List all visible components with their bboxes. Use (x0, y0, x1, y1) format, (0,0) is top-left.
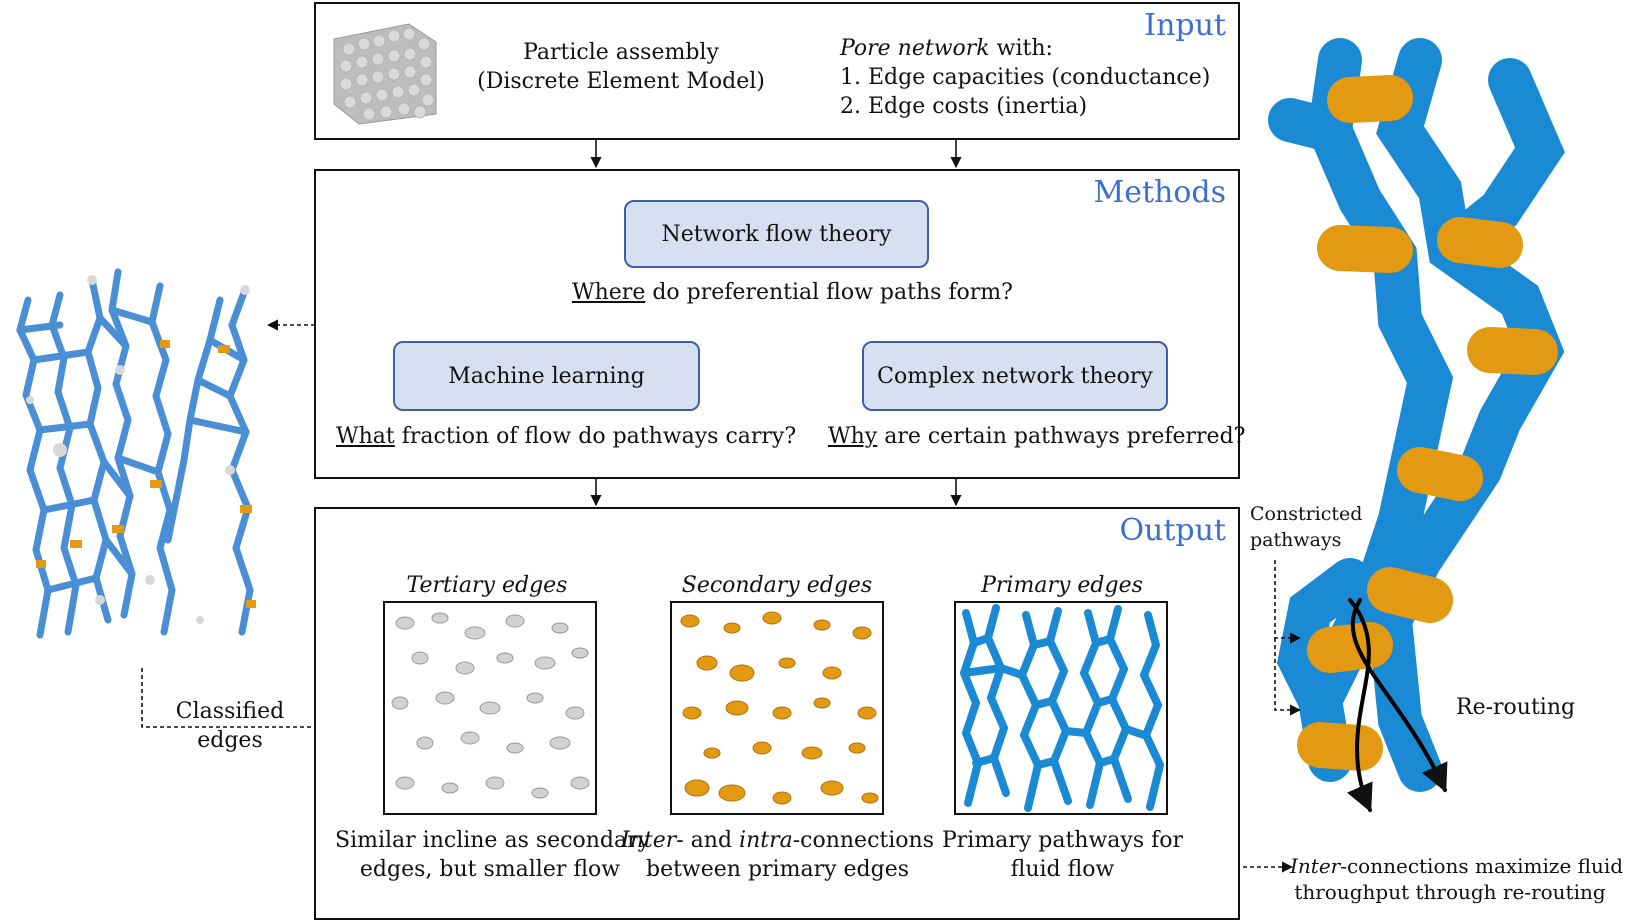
node-complex-network-theory: Complex network theory (862, 341, 1168, 411)
input-item-2: 2. Edge costs (inertia) (840, 94, 1088, 119)
primary-label: Primary edges (981, 573, 1143, 598)
particle-line1: Particle assembly (523, 40, 719, 65)
particle-assembly-icon (333, 23, 437, 125)
input-title: Input (1144, 8, 1226, 43)
secondary-label: Secondary edges (681, 573, 873, 598)
input-panel: Input Particle assembly (Discrete Elemen… (314, 2, 1240, 140)
right-zoom-render (1268, 38, 1565, 813)
input-item-1: 1. Edge capacities (conductance) (840, 65, 1211, 90)
rerouting-label: Re-routing (1456, 695, 1576, 720)
pore-network-line: Pore network with: (840, 36, 1053, 61)
tertiary-edges-image (383, 601, 597, 815)
secondary-caption: Inter- and intra-connections between pri… (621, 828, 934, 882)
tertiary-label: Tertiary edges (406, 573, 568, 598)
methods-title: Methods (1093, 175, 1226, 210)
node-machine-learning: Machine learning (393, 341, 700, 411)
primary-edges-image (954, 601, 1168, 815)
left-network-render (16, 268, 256, 639)
particle-line2: (Discrete Element Model) (477, 69, 765, 94)
tertiary-cylinders (391, 612, 590, 799)
nft-question: Where do preferential flow paths form? (572, 280, 1013, 305)
primary-network (959, 604, 1165, 812)
cnt-question: Why are certain pathways preferred? (828, 424, 1246, 449)
interconnections-caption: Inter-connections maximize fluid through… (1290, 854, 1624, 904)
output-title: Output (1119, 513, 1226, 548)
node-network-flow-theory: Network flow theory (624, 200, 929, 268)
secondary-edges-image (670, 601, 884, 815)
secondary-cylinders (680, 611, 879, 805)
ml-question: What fraction of flow do pathways carry? (336, 424, 797, 449)
